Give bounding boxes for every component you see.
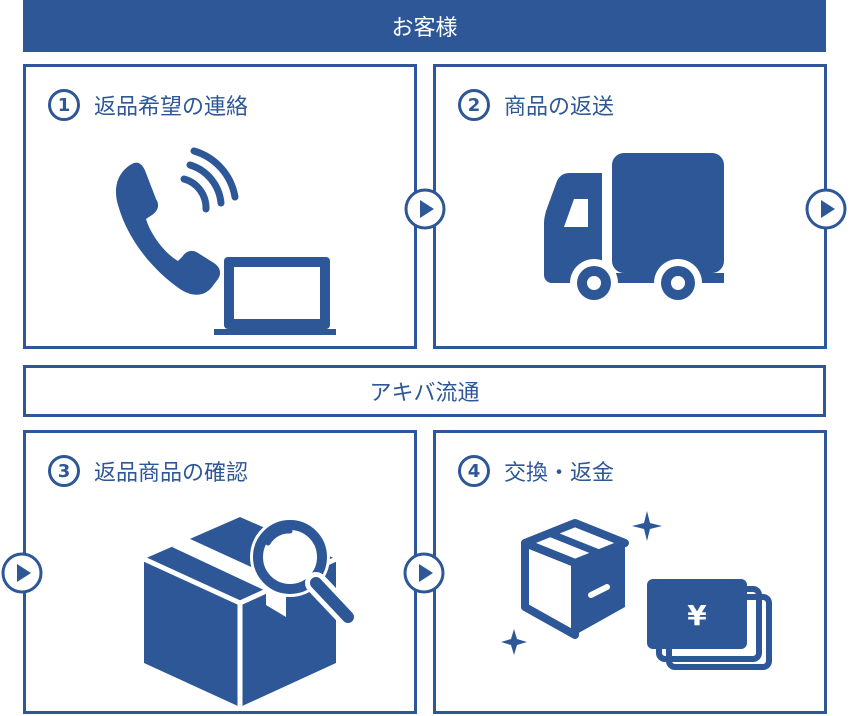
step-4-card: 4 交換・返金 ¥ <box>433 430 827 714</box>
step-1-title: 返品希望の連絡 <box>94 95 249 120</box>
box-yen-icon: ¥ <box>501 511 772 670</box>
box-magnifier-icon <box>142 517 360 707</box>
step-2-card: 2 商品の返送 <box>433 64 827 349</box>
step-4-title: 交換・返金 <box>504 461 615 486</box>
company-label: アキバ流通 <box>369 381 480 406</box>
sparkle-icon <box>632 511 662 541</box>
step-3-header: 3 返品商品の確認 <box>48 455 248 487</box>
step-4-header: 4 交換・返金 <box>458 455 614 487</box>
sparkle-icon <box>501 629 527 655</box>
flow-arrow-1-icon <box>404 188 446 230</box>
customer-label: お客様 <box>391 16 458 41</box>
step-3-card: 3 返品商品の確認 <box>23 430 417 714</box>
step-4-number: 4 <box>458 455 490 487</box>
flow-arrow-3-icon <box>1 552 43 594</box>
step-2-title: 商品の返送 <box>504 95 615 120</box>
customer-banner: お客様 <box>23 0 826 52</box>
step-3-title: 返品商品の確認 <box>94 461 249 486</box>
phone-laptop-icon <box>115 147 336 335</box>
step-2-number: 2 <box>458 89 490 121</box>
step-1-number: 1 <box>48 89 80 121</box>
yen-symbol: ¥ <box>687 599 707 632</box>
step-2-header: 2 商品の返送 <box>458 89 614 121</box>
step-3-number: 3 <box>48 455 80 487</box>
company-banner: アキバ流通 <box>23 365 826 417</box>
flow-arrow-2-icon <box>805 188 847 230</box>
flow-arrow-4-icon <box>403 552 445 594</box>
step-1-card: 1 返品希望の連絡 <box>23 64 417 349</box>
step-1-header: 1 返品希望の連絡 <box>48 89 248 121</box>
truck-icon <box>544 153 724 307</box>
